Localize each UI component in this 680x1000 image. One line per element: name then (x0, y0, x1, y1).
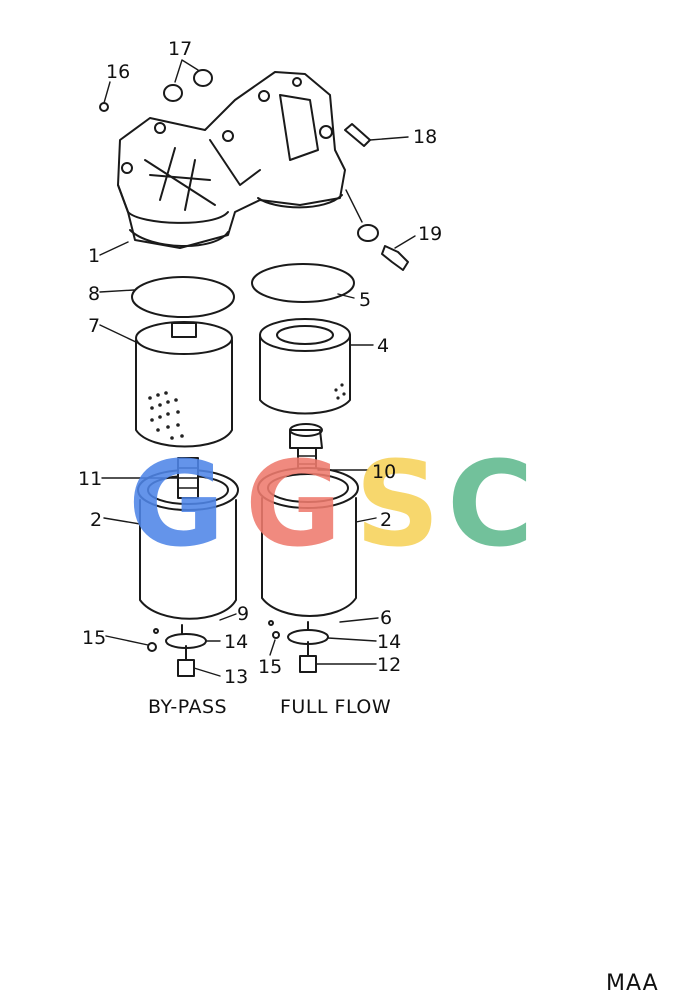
part-label-8: 8 (88, 283, 100, 305)
caption-full-flow: FULL FLOW (280, 696, 391, 718)
part-label-4: 4 (377, 335, 389, 357)
right-bottom-hardware (268, 620, 329, 673)
leader-lines (99, 241, 379, 677)
left-filter-can (137, 457, 239, 620)
part-label-17: 17 (168, 38, 192, 60)
part-17-o-rings (163, 59, 213, 102)
part-4-full-flow-element (259, 318, 351, 415)
part-8-gasket (131, 276, 235, 318)
part-18-bolt (344, 123, 409, 147)
part-label-14-left: 14 (224, 631, 248, 653)
part-label-6: 6 (380, 607, 392, 629)
part-7-bypass-element (135, 321, 233, 448)
part-label-12: 12 (377, 654, 401, 676)
watermark-letter-4: C (447, 435, 534, 573)
part-label-14-right: 14 (377, 631, 401, 653)
filter-head (117, 71, 346, 249)
part-label-15-left: 15 (82, 627, 106, 649)
part-label-5: 5 (359, 289, 371, 311)
part-19-sender (345, 189, 416, 271)
part-label-19: 19 (418, 223, 442, 245)
part-label-2-right: 2 (380, 509, 392, 531)
watermark-letter-3: S (355, 435, 440, 573)
part-label-16: 16 (106, 61, 130, 83)
watermark-letter-1: G (128, 435, 225, 573)
part-16-ball (99, 102, 109, 112)
right-filter-can (257, 467, 359, 617)
part-5-gasket (251, 263, 355, 303)
part-label-7: 7 (88, 315, 100, 337)
drawing-code: MAA (606, 971, 659, 996)
part-label-9: 9 (237, 603, 249, 625)
part-label-10: 10 (372, 461, 396, 483)
part-label-2-left: 2 (90, 509, 102, 531)
part-labels: 16 17 18 19 1 8 5 7 4 11 10 2 2 9 6 15 1… (78, 38, 442, 688)
part-label-13: 13 (224, 666, 248, 688)
part-label-15-right: 15 (258, 656, 282, 678)
part-label-1: 1 (88, 245, 100, 267)
part-label-11: 11 (78, 468, 102, 490)
part-label-18: 18 (413, 126, 437, 148)
watermark: G G S C (128, 435, 534, 573)
caption-by-pass: BY-PASS (148, 696, 227, 718)
left-bottom-hardware (147, 624, 207, 677)
watermark-letter-2: G (245, 435, 342, 573)
